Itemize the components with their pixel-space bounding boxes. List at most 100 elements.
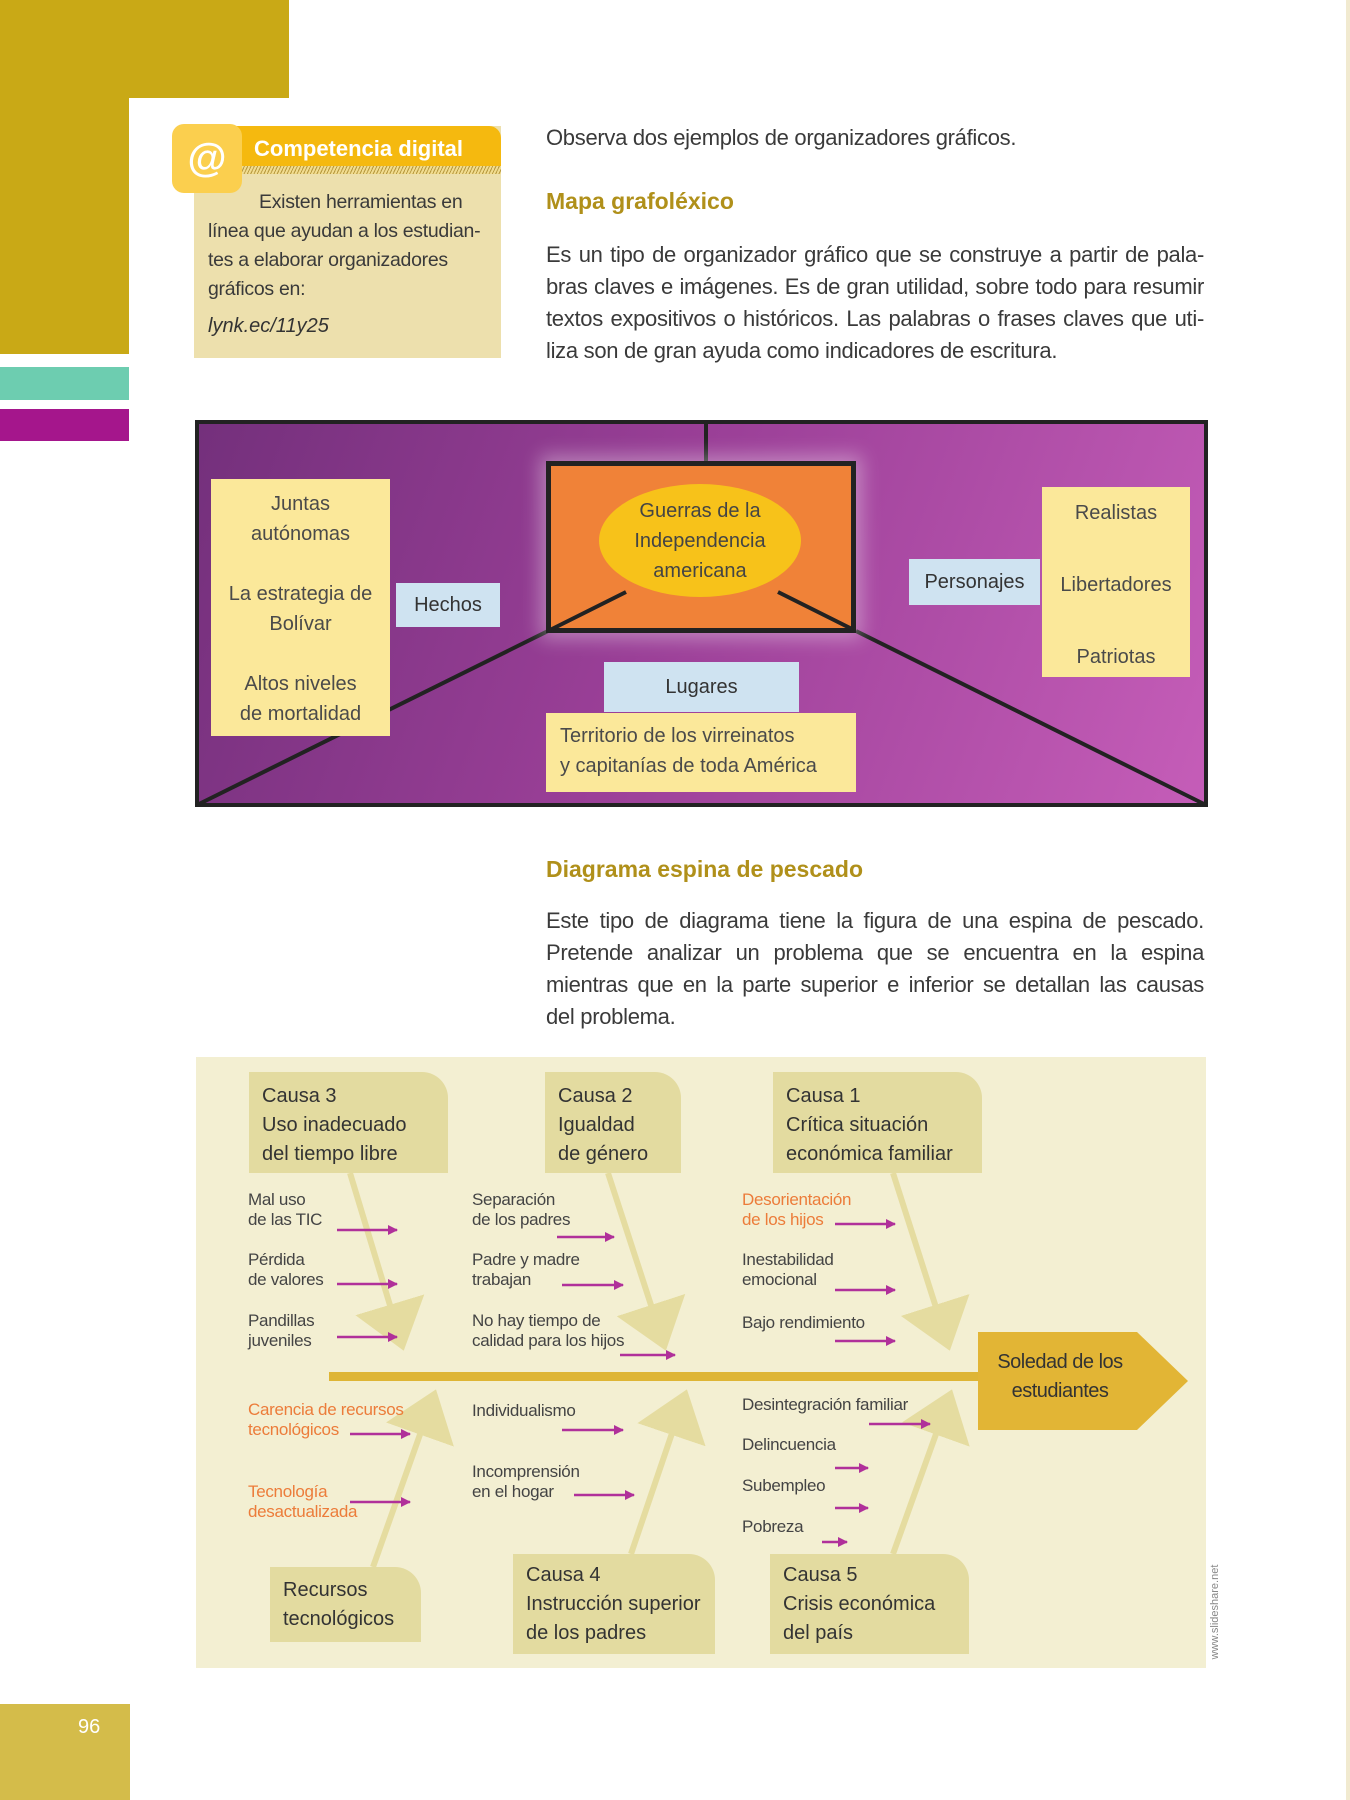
cause-text: Uso inadecuado	[262, 1114, 407, 1136]
cause-box-4: Causa 4 Instrucción superior de los padr…	[513, 1554, 715, 1654]
sub-cause-line: trabajan	[472, 1270, 532, 1289]
espina-description: Este tipo de diagrama tiene la figura de…	[546, 905, 1204, 1033]
sub-cause-line: de los padres	[472, 1210, 571, 1229]
sub-cause-line: de los hijos	[742, 1210, 824, 1229]
inner-line-right	[777, 590, 855, 632]
bone-causa1	[890, 1172, 970, 1351]
sub-cause-line: Bajo rendimiento	[742, 1313, 865, 1332]
sub-cause-line: calidad para los hijos	[472, 1331, 625, 1350]
sub-cause-line: de las TIC	[248, 1210, 323, 1229]
paragraph-line: Este tipo de diagrama tiene la figura de…	[546, 908, 1204, 933]
hecho-line: autónomas	[251, 523, 350, 545]
at-icon: @	[172, 124, 242, 193]
sub-cause-line: en el hogar	[472, 1482, 554, 1501]
personaje-item: Patriotas	[1076, 646, 1156, 668]
competencia-text: Existen herramientas en línea que ayudan…	[208, 188, 481, 304]
bone-causa4	[628, 1389, 706, 1555]
cause-text: Igualdad	[558, 1114, 635, 1136]
cause-text: económica familiar	[786, 1143, 953, 1165]
cause-text: del tiempo libre	[262, 1143, 398, 1165]
cause-box-1: Causa 1 Crítica situación económica fami…	[773, 1072, 982, 1173]
problem-line: estudiantes	[1011, 1380, 1109, 1402]
section-heading-espina: Diagrama espina de pescado	[546, 856, 864, 882]
lugares-list: Territorio de los virreinatos y capitaní…	[546, 713, 856, 792]
sub-cause: Delincuencia	[742, 1435, 836, 1455]
competencia-line: tes a elaborar organizadores	[208, 249, 448, 271]
sub-cause: Bajo rendimiento	[742, 1313, 865, 1333]
sub-cause-line: Incomprensión	[472, 1462, 580, 1481]
cause-text: Crisis económica	[783, 1593, 936, 1615]
competencia-line: gráficos en:	[208, 278, 306, 300]
hecho-line: Altos niveles	[244, 673, 357, 695]
sub-cause-line: Carencia de recursos	[248, 1400, 404, 1419]
hecho-line: de mortalidad	[239, 703, 362, 725]
cause-text: del país	[783, 1622, 854, 1644]
cause-box-2: Causa 2 Igualdad de género	[545, 1072, 681, 1173]
sub-cause-line: tecnológicos	[248, 1420, 339, 1439]
magenta-bar	[0, 409, 129, 441]
center-ellipse: Guerras de la Independencia americana	[599, 484, 801, 597]
cause-title: Causa 5	[783, 1564, 858, 1586]
cause-box-recursos: Recursos tecnológicos	[270, 1567, 421, 1642]
personaje-item: Realistas	[1074, 502, 1158, 524]
sub-cause-line: Desintegración familiar	[742, 1395, 909, 1414]
competencia-line: línea que ayudan a los estudian-	[208, 220, 481, 242]
bone-causa5	[890, 1389, 970, 1556]
hecho-line: Bolívar	[269, 613, 332, 635]
sub-cause-line: desactualizada	[248, 1502, 358, 1521]
teal-bar	[0, 367, 129, 400]
fish-head	[978, 1332, 1188, 1430]
cause-title: Causa 2	[558, 1085, 633, 1107]
hecho-line: La estrategia de	[228, 583, 373, 605]
paragraph-line: del problema.	[546, 1004, 676, 1029]
competencia-line: Existen herramientas en	[259, 191, 463, 213]
hechos-list: Juntas autónomas La estrategia de Bolíva…	[211, 479, 390, 736]
section-heading-mapa: Mapa grafoléxico	[546, 188, 734, 214]
sub-cause-line: emocional	[742, 1270, 817, 1289]
sub-cause: Pobreza	[742, 1517, 804, 1537]
competencia-link[interactable]: lynk.ec/11y25	[208, 315, 329, 337]
personaje-item: Libertadores	[1060, 574, 1172, 596]
sub-cause: Individualismo	[472, 1401, 576, 1421]
paragraph-line: Es un tipo de organizador gráfico que se…	[546, 242, 1204, 267]
sub-cause-line: Delincuencia	[742, 1435, 836, 1454]
cause-title: Causa 4	[526, 1564, 601, 1586]
watermark: www.slideshare.net	[1209, 1564, 1221, 1660]
sub-cause-line: Desorientación	[742, 1190, 852, 1209]
center-text-line: americana	[653, 559, 747, 582]
paragraph-line: liza son de gran ayuda como indicadores …	[546, 338, 1058, 363]
sub-cause-line: Separación	[472, 1190, 556, 1209]
sub-cause-line: Padre y madre	[472, 1250, 580, 1269]
sub-cause-line: Pandillas	[248, 1311, 315, 1330]
page-number-bar	[0, 1704, 130, 1800]
at-glyph: @	[187, 136, 227, 180]
right-perspective-line	[855, 629, 1207, 807]
paragraph-line: bras claves e imágenes. Es de gran utili…	[546, 274, 1204, 299]
problem-line: Soledad de los	[997, 1351, 1123, 1373]
intro-text: Observa dos ejemplos de organizadores gr…	[546, 125, 1017, 150]
cause-title: Causa 3	[262, 1085, 337, 1107]
gold-side-bar	[0, 0, 129, 354]
cause-text: de género	[558, 1143, 649, 1165]
cause-text: Instrucción superior	[526, 1593, 701, 1615]
cause-box-5: Causa 5 Crisis económica del país	[770, 1554, 969, 1654]
inner-line-left	[549, 590, 627, 632]
center-text-line: Guerras de la	[639, 499, 761, 522]
sub-cause-line: de valores	[248, 1270, 324, 1289]
sub-cause-line: juveniles	[248, 1331, 312, 1350]
sub-cause-line: Mal uso	[248, 1190, 306, 1209]
hechos-label: Hechos	[396, 583, 500, 627]
bone-causa2	[605, 1172, 686, 1351]
hecho-line: Juntas	[271, 493, 330, 515]
sub-cause: Subempleo	[742, 1476, 826, 1496]
sub-cause-line: Subempleo	[742, 1476, 826, 1495]
